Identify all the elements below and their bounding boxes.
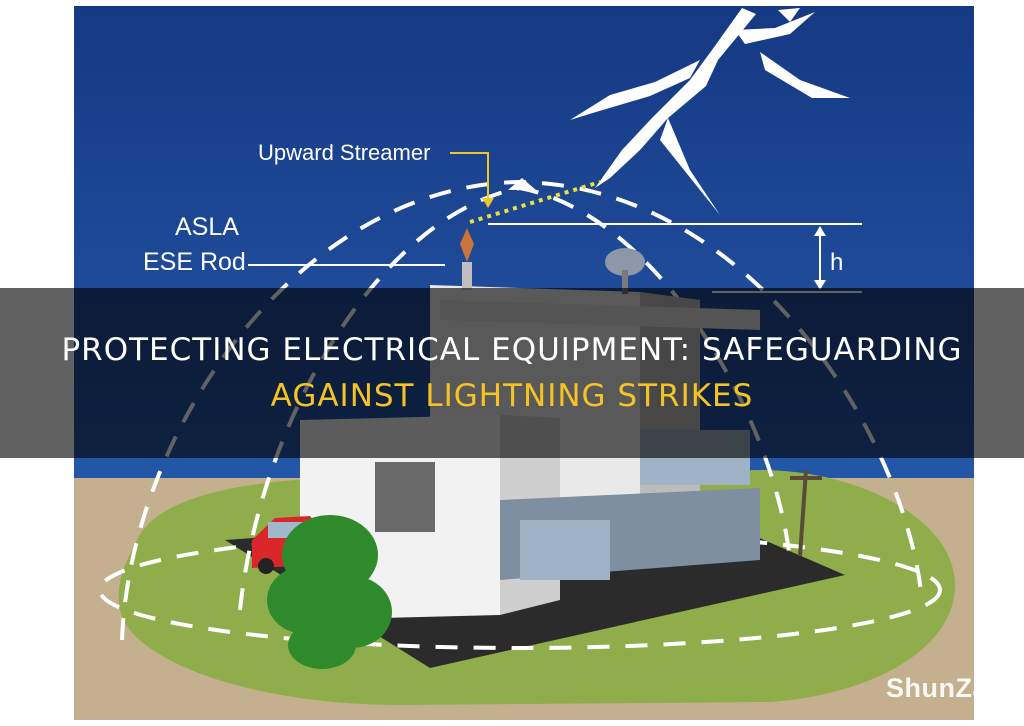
height-label: h — [830, 249, 843, 276]
title-line-1: Protecting Electrical Equipment: Safegua… — [61, 327, 962, 373]
watermark-logo: ShunZa — [886, 673, 988, 704]
title-line-2: Against Lightning Strikes — [271, 373, 754, 419]
asla-label: ASLA — [175, 213, 239, 241]
upward-streamer-label: Upward Streamer — [258, 140, 430, 165]
title-banner: Protecting Electrical Equipment: Safegua… — [0, 288, 1024, 458]
ese-rod-label: ESE Rod — [143, 248, 246, 276]
